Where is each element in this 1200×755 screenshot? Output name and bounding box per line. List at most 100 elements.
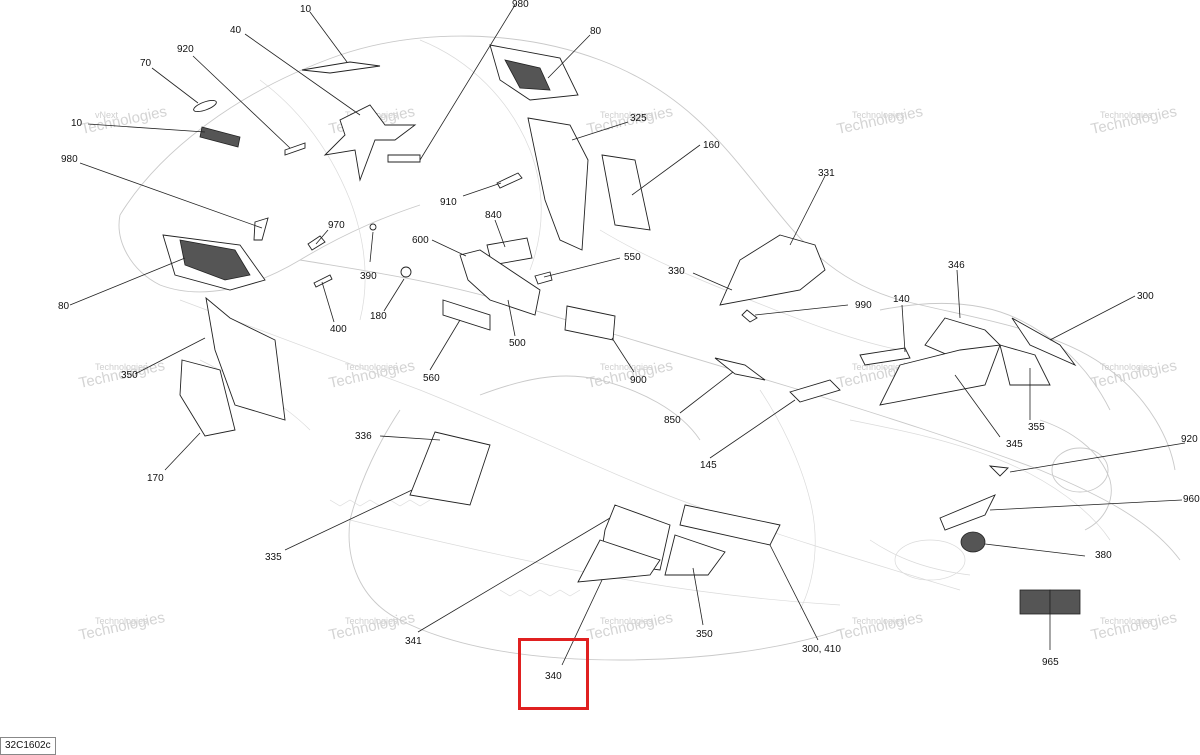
decal-390: [369, 223, 377, 231]
callout-300-right: 300: [1137, 291, 1154, 302]
svg-text:Technologies: Technologies: [600, 110, 653, 120]
decal-325: [527, 117, 589, 251]
decal-345: [879, 344, 1001, 406]
decal-965-b: [1049, 589, 1081, 615]
decal-331: [719, 234, 826, 306]
callout-341: 341: [405, 636, 422, 647]
svg-text:Technologies: Technologies: [95, 362, 148, 372]
callout-970: 970: [328, 220, 345, 231]
decal-350-left: [205, 296, 286, 421]
callout-965: 965: [1042, 657, 1059, 668]
decal-980-top: [387, 154, 421, 163]
decal-300-right: [1011, 317, 1077, 367]
callout-346: 346: [948, 260, 965, 271]
callout-550: 550: [624, 252, 641, 263]
decal-400: [313, 274, 333, 288]
callout-920-left: 920: [177, 44, 194, 55]
svg-text:Technologies: Technologies: [1100, 616, 1153, 626]
svg-text:Technologies: Technologies: [1089, 103, 1178, 138]
decal-160: [601, 154, 651, 231]
callout-560: 560: [423, 373, 440, 384]
decal-910: [496, 172, 523, 189]
callout-850: 850: [664, 415, 681, 426]
decal-40: [323, 104, 417, 182]
callout-350-bottom: 350: [696, 629, 713, 640]
callout-500: 500: [509, 338, 526, 349]
callout-345: 345: [1006, 439, 1023, 450]
svg-text:Technologies: Technologies: [585, 609, 674, 644]
decal-355: [999, 344, 1051, 386]
decals: [162, 44, 1081, 615]
svg-text:Technologies: Technologies: [95, 616, 148, 626]
callout-330: 330: [668, 266, 685, 277]
decal-140: [859, 347, 911, 366]
callout-980-left: 980: [61, 154, 78, 165]
figure-code-label: 32C1602c: [0, 737, 56, 755]
callout-340[interactable]: 340: [545, 671, 562, 682]
decal-850: [714, 357, 766, 381]
decal-10-left: [199, 126, 241, 148]
svg-text:Technologies: Technologies: [852, 362, 905, 372]
decal-980-left: [253, 217, 269, 241]
decal-145: [789, 379, 841, 403]
svg-text:Technologies: Technologies: [852, 616, 905, 626]
svg-text:Technologies: Technologies: [835, 103, 924, 138]
callout-300-410: 300, 410: [802, 644, 841, 655]
decal-900: [564, 305, 616, 341]
decal-380: [960, 531, 986, 553]
svg-text:Technologies: Technologies: [1089, 609, 1178, 644]
svg-text:Technologies: Technologies: [1100, 362, 1153, 372]
callout-920-right: 920: [1181, 434, 1198, 445]
callout-980-top: 980: [512, 0, 529, 10]
callout-380: 380: [1095, 550, 1112, 561]
svg-text:Technologies: Technologies: [1100, 110, 1153, 120]
callout-990: 990: [855, 300, 872, 311]
decal-10-top: [301, 61, 381, 74]
svg-text:Technologies: Technologies: [835, 609, 924, 644]
decal-336-335: [409, 431, 491, 506]
leader-lines: [69, 4, 1186, 666]
decal-80-left-graphic: [179, 239, 251, 281]
decal-80-top-graphic: [504, 59, 551, 91]
decal-340: [577, 539, 661, 583]
selected-callout-highlight[interactable]: [518, 638, 589, 710]
callout-390: 390: [360, 271, 377, 282]
decal-170: [179, 359, 236, 437]
callout-350-left: 350: [121, 370, 138, 381]
callout-900: 900: [630, 375, 647, 386]
svg-text:Technologies: Technologies: [600, 616, 653, 626]
callout-80-left: 80: [58, 301, 70, 312]
decal-960: [939, 494, 996, 531]
callout-145: 145: [700, 460, 717, 471]
callout-10-left: 10: [71, 118, 83, 129]
svg-text:Technologies: Technologies: [852, 110, 905, 120]
callout-180: 180: [370, 311, 387, 322]
svg-text:Technologies: Technologies: [600, 362, 653, 372]
callout-335: 335: [265, 552, 282, 563]
callout-160: 160: [703, 140, 720, 151]
callout-70: 70: [140, 58, 152, 69]
decal-920-right: [988, 465, 1009, 477]
callout-40: 40: [230, 25, 242, 36]
callout-170: 170: [147, 473, 164, 484]
callout-140: 140: [893, 294, 910, 305]
callout-325: 325: [630, 113, 647, 124]
decal-600: [459, 249, 541, 316]
callout-600: 600: [412, 235, 429, 246]
callout-400: 400: [330, 324, 347, 335]
decal-560: [442, 299, 491, 331]
svg-text:Technologies: Technologies: [345, 362, 398, 372]
callout-840: 840: [485, 210, 502, 221]
decal-70: [193, 99, 217, 113]
callout-336: 336: [355, 431, 372, 442]
callout-355: 355: [1028, 422, 1045, 433]
svg-text:vNext: vNext: [95, 110, 119, 120]
svg-text:Technologies: Technologies: [345, 616, 398, 626]
svg-text:Technologies: Technologies: [79, 103, 168, 138]
svg-text:Technologies: Technologies: [327, 609, 416, 644]
callout-labels: 10 980 80 40 920 70 10 325 160 980 910 9…: [58, 0, 1200, 682]
callout-910: 910: [440, 197, 457, 208]
svg-text:Technologies: Technologies: [77, 609, 166, 644]
callout-10-top: 10: [300, 4, 312, 15]
